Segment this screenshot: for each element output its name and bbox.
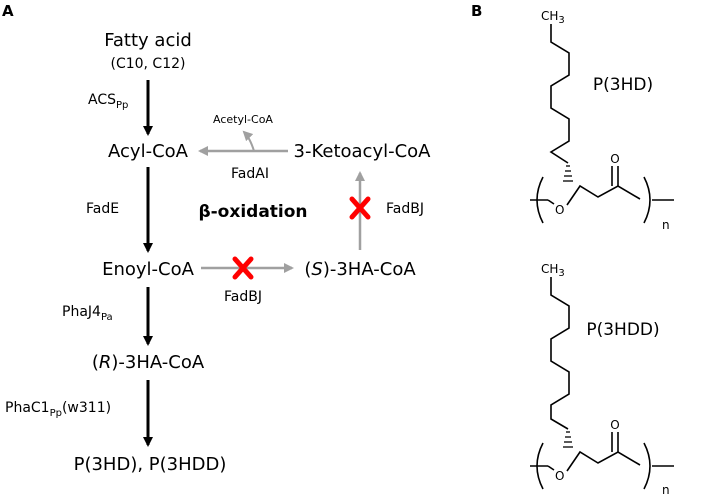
bracket-right-p3hd bbox=[643, 176, 651, 224]
methyl-label-top: CH3 bbox=[541, 9, 565, 26]
carbonyl-oxygen-p3hd: O bbox=[610, 152, 619, 166]
methyl-label-bottom: CH3 bbox=[541, 262, 565, 279]
enzyme-phaj4: PhaJ4Pa bbox=[62, 304, 113, 323]
polymer-p3hdd-label: P(3HDD) bbox=[586, 320, 659, 340]
enzyme-phac1: PhaC1Pp(w311) bbox=[5, 400, 111, 419]
node-enoyl-coa: Enoyl-CoA bbox=[102, 259, 195, 280]
node-r-3ha-coa: (R)-3HA-CoA bbox=[92, 352, 205, 373]
node-fatty-acid-chain: (C10, C12) bbox=[110, 56, 185, 72]
bracket-left-p3hdd bbox=[536, 442, 544, 490]
bracket-right-p3hdd bbox=[643, 442, 651, 490]
alkyl-chain-p3hdd bbox=[550, 277, 570, 430]
enzyme-fadai: FadAI bbox=[231, 166, 269, 182]
panel-a-label: A bbox=[2, 2, 14, 20]
structure-p3hdd: CH3 O O n bbox=[530, 262, 674, 497]
alkyl-chain-p3hd bbox=[549, 24, 570, 164]
panel-b-label: B bbox=[471, 2, 482, 20]
enzyme-fade: FadE bbox=[86, 201, 119, 217]
block-cross-horizontal-icon bbox=[232, 256, 254, 280]
enzyme-fadbj-bottom: FadBJ bbox=[224, 289, 262, 305]
structure-p3hd: CH3 O O n bbox=[530, 9, 674, 232]
repeat-n-p3hdd: n bbox=[662, 483, 670, 497]
carbonyl-oxygen-p3hdd: O bbox=[610, 418, 619, 432]
repeat-n-p3hd: n bbox=[662, 218, 670, 232]
ester-oxygen-p3hdd: O bbox=[555, 469, 564, 483]
ester-oxygen-p3hd: O bbox=[555, 203, 564, 217]
node-products: P(3HD), P(3HDD) bbox=[74, 454, 227, 475]
polymer-p3hd-label: P(3HD) bbox=[593, 75, 653, 95]
arrow-acetyl-coa-release bbox=[242, 130, 255, 152]
enzyme-fadbj-top: FadBJ bbox=[386, 201, 424, 217]
beta-oxidation-label: β-oxidation bbox=[198, 202, 307, 222]
bracket-left-p3hd bbox=[536, 176, 544, 224]
node-s-3ha-coa: (S)-3HA-CoA bbox=[304, 259, 416, 280]
stereo-hash-bond-p3hdd bbox=[563, 431, 573, 448]
acetyl-coa-label: Acetyl-CoA bbox=[213, 113, 273, 126]
node-acyl-coa: Acyl-CoA bbox=[108, 141, 189, 162]
node-fatty-acid: Fatty acid bbox=[104, 30, 192, 51]
stereo-hash-bond-p3hd bbox=[563, 165, 573, 182]
node-ketoacyl-coa: 3-Ketoacyl-CoA bbox=[294, 141, 432, 162]
enzyme-acs: ACSPp bbox=[88, 92, 128, 111]
block-cross-vertical-icon bbox=[349, 196, 371, 220]
